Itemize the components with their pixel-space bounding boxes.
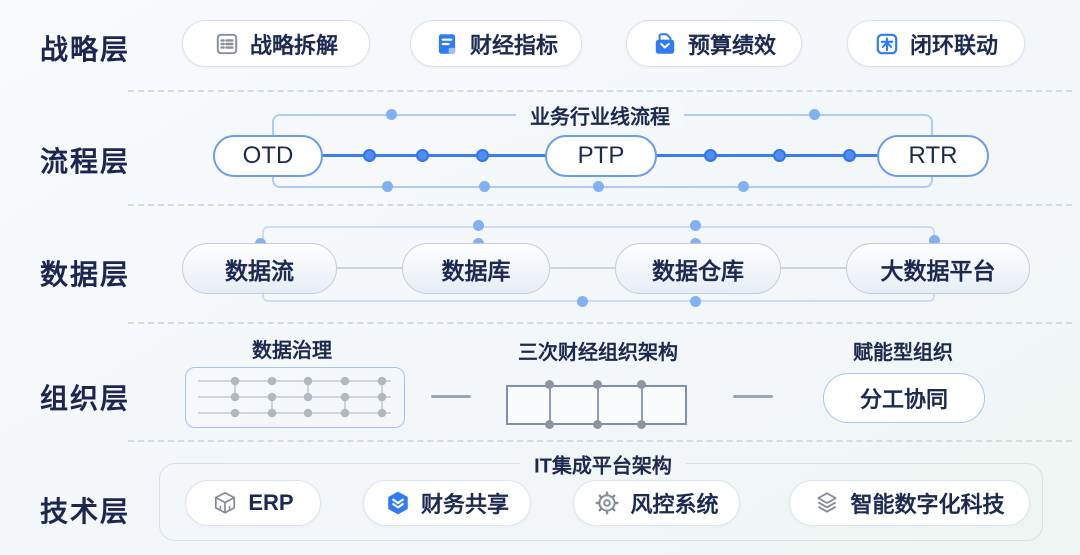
hexagon-layers-icon — [385, 490, 411, 516]
main-line-dot — [416, 149, 429, 162]
document-icon — [434, 31, 460, 57]
layer-label-technology: 技术层 — [40, 496, 131, 527]
rail-dot — [593, 181, 604, 192]
data-node-bigdata-platform: 大数据平台 — [846, 243, 1030, 294]
tech-node-erp: ERP — [185, 480, 321, 526]
tech-node-risk-control: 风控系统 — [573, 480, 740, 526]
strategy-node-label: 战略拆解 — [249, 32, 338, 58]
org-dash-connector — [733, 395, 773, 398]
main-line-dot — [704, 149, 717, 162]
separator — [128, 440, 1072, 442]
strategy-node-decompose: 战略拆解 — [182, 20, 370, 67]
separator — [128, 322, 1072, 324]
layer-label-data: 数据层 — [40, 259, 131, 290]
data-node-warehouse: 数据仓库 — [615, 243, 781, 294]
org-dot — [593, 420, 602, 429]
data-node-label: 数据流 — [225, 257, 294, 284]
tech-node-label: 风控系统 — [630, 492, 719, 517]
data-connector — [781, 267, 846, 269]
tech-node-digital-tech: 智能数字化科技 — [789, 480, 1030, 526]
data-connector — [337, 267, 402, 269]
org-dot — [637, 380, 646, 389]
main-line-dot — [843, 149, 856, 162]
strategy-node-label: 财经指标 — [469, 32, 558, 58]
process-node-otd: OTD — [213, 135, 323, 177]
rail-dot — [809, 109, 820, 120]
rail-dot — [690, 220, 701, 231]
org-caption-empowered: 赋能型组织 — [853, 342, 953, 364]
main-line-dot — [363, 149, 376, 162]
dot-grid-graphic — [198, 376, 391, 418]
rail-dot — [479, 181, 490, 192]
list-icon — [214, 31, 240, 57]
process-node-rtr: RTR — [877, 135, 989, 177]
org-caption-governance: 数据治理 — [252, 340, 332, 362]
tech-node-label: ERP — [248, 490, 294, 515]
process-node-ptp: PTP — [545, 135, 657, 177]
layer-label-strategy: 战略层 — [40, 34, 131, 65]
layer-label-organization: 组织层 — [40, 383, 131, 414]
rail-dot — [473, 220, 484, 231]
org-dot-grid-box — [185, 367, 405, 428]
rail-dot — [577, 296, 588, 307]
strategy-node-label: 预算绩效 — [687, 32, 776, 58]
loop-icon — [874, 31, 900, 57]
layers-icon — [814, 490, 840, 516]
org-dot — [545, 420, 554, 429]
org-node-label: 分工协同 — [859, 387, 948, 412]
rail-dot — [690, 296, 701, 307]
tech-caption: IT集成平台架构 — [520, 449, 686, 479]
data-node-label: 大数据平台 — [880, 257, 996, 284]
org-dot — [545, 380, 554, 389]
org-caption-finance-structure: 三次财经组织架构 — [518, 342, 678, 364]
strategy-node-closed-loop: 闭环联动 — [847, 20, 1025, 67]
rail-dot — [386, 109, 397, 120]
rail-dot — [382, 181, 393, 192]
data-node-database: 数据库 — [402, 243, 550, 294]
strategy-node-label: 闭环联动 — [909, 32, 998, 58]
org-column — [549, 385, 551, 425]
strategy-node-finance-kpi: 财经指标 — [410, 20, 582, 67]
org-dot — [637, 420, 646, 429]
layer-label-process: 流程层 — [40, 146, 131, 177]
strategy-node-budget: 预算绩效 — [626, 20, 802, 67]
org-node-collaboration: 分工协同 — [823, 373, 985, 423]
org-column — [597, 385, 599, 425]
data-flow-frame — [262, 226, 935, 302]
org-dot — [593, 380, 602, 389]
data-node-label: 数据仓库 — [652, 257, 744, 284]
tech-node-shared-finance: 财务共享 — [363, 480, 531, 526]
tech-node-label: 财务共享 — [420, 492, 509, 517]
data-node-stream: 数据流 — [182, 243, 337, 294]
org-dash-connector — [431, 395, 471, 398]
tech-node-label: 智能数字化科技 — [850, 492, 1005, 517]
process-node-label: RTR — [908, 142, 958, 169]
process-node-label: PTP — [577, 142, 625, 169]
separator — [128, 90, 1072, 92]
org-column — [641, 385, 643, 425]
data-connector — [550, 267, 615, 269]
process-node-label: OTD — [242, 142, 294, 169]
cube-icon — [212, 490, 238, 516]
gear-icon — [594, 490, 620, 516]
main-line-dot — [476, 149, 489, 162]
rail-dot — [929, 235, 940, 246]
rail-dot — [738, 181, 749, 192]
process-caption: 业务行业线流程 — [516, 100, 684, 130]
main-line-dot — [773, 149, 786, 162]
data-node-label: 数据库 — [441, 257, 511, 284]
inbox-icon — [652, 31, 678, 57]
separator — [128, 204, 1072, 206]
